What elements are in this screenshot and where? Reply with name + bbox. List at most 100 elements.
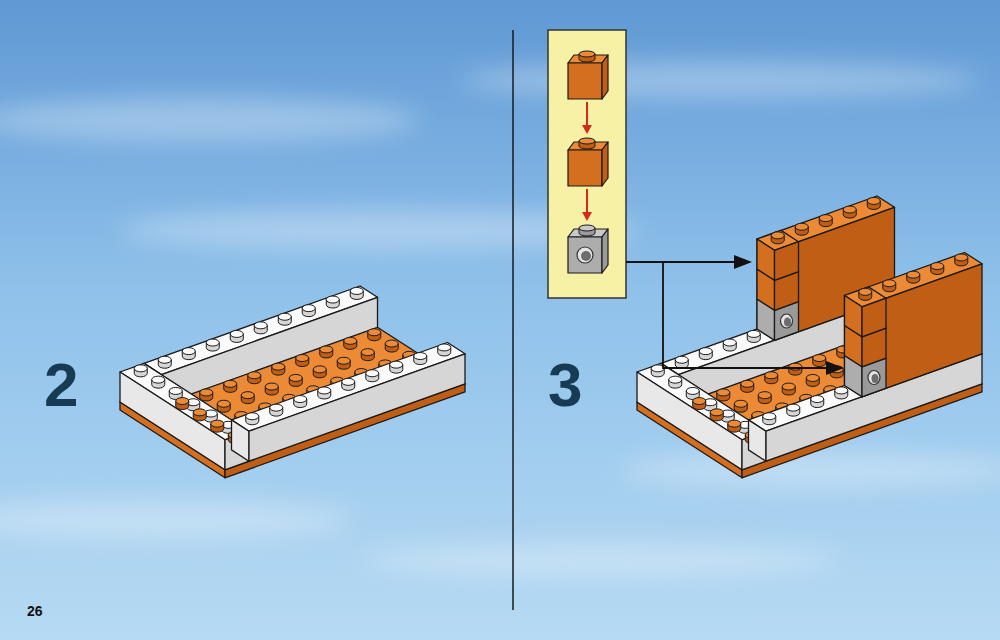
- stud-top: [579, 51, 595, 57]
- stud-top: [795, 223, 808, 230]
- stud-top: [200, 389, 213, 396]
- brick-front: [862, 264, 982, 397]
- stud-top: [859, 288, 872, 295]
- brick-front: [568, 150, 602, 186]
- stud-top: [318, 387, 331, 394]
- stud-top: [741, 380, 754, 387]
- brick-models: [120, 196, 982, 478]
- stud-top: [579, 138, 595, 144]
- stud-top: [270, 404, 283, 411]
- stud-top: [302, 305, 315, 312]
- stud-top: [182, 348, 195, 355]
- brick-side: [602, 55, 608, 99]
- stud-top: [390, 361, 403, 368]
- technic-hole: [868, 371, 880, 385]
- technic-hole-inner: [784, 318, 791, 327]
- callout-brick: [568, 225, 608, 273]
- stud-top: [385, 340, 398, 347]
- brick-side: [845, 296, 863, 337]
- stud-top: [134, 365, 147, 372]
- clouds: [0, 62, 1000, 576]
- stud-top: [579, 225, 595, 231]
- stud-top: [152, 376, 165, 383]
- brick-front: [775, 207, 895, 340]
- stud-top: [265, 383, 278, 390]
- stud-top: [907, 271, 920, 278]
- leader-line: [626, 261, 736, 263]
- stud-top: [883, 280, 896, 287]
- stud-top: [337, 357, 350, 364]
- brick-side: [602, 142, 608, 186]
- brick-front: [162, 297, 378, 404]
- stud-top: [313, 366, 326, 373]
- stud-top: [438, 344, 451, 351]
- stud-top: [350, 287, 363, 294]
- stud-top: [342, 378, 355, 385]
- stud-top: [771, 232, 784, 239]
- stud-top: [771, 232, 784, 239]
- brick-side: [749, 420, 767, 461]
- stud-top: [366, 370, 379, 377]
- step-number: 3: [548, 354, 582, 416]
- brick-front: [775, 242, 799, 281]
- stud-top: [414, 353, 427, 360]
- stud-top: [717, 389, 730, 396]
- technic-hole: [781, 314, 793, 328]
- stud-top: [955, 254, 968, 261]
- stud-top: [758, 392, 771, 399]
- stud-top: [320, 346, 333, 353]
- page-number: 26: [27, 604, 43, 618]
- brick-side: [757, 239, 775, 340]
- stud-top: [734, 400, 747, 407]
- stud-top: [158, 356, 171, 363]
- stud-top: [248, 372, 261, 379]
- stud-top: [193, 409, 206, 416]
- brick-side: [757, 239, 775, 280]
- stud-top: [278, 313, 291, 320]
- arrowhead: [826, 361, 844, 375]
- brick-side: [602, 229, 608, 273]
- stud-top: [246, 413, 259, 420]
- stud-top: [272, 363, 285, 370]
- stud-top: [368, 329, 381, 336]
- brick-model: [637, 196, 982, 478]
- brick-side: [120, 372, 225, 470]
- stud-top: [686, 387, 699, 394]
- stud-top: [669, 376, 682, 383]
- parts-callout: [548, 30, 626, 298]
- stud-top: [867, 197, 880, 204]
- brick-front: [679, 297, 895, 404]
- step-divider: [512, 30, 514, 610]
- brick-front: [766, 354, 982, 461]
- stud-top: [230, 330, 243, 337]
- stud-top: [326, 296, 339, 303]
- arrowhead: [734, 255, 752, 269]
- stud-top: [747, 330, 760, 337]
- stud-top: [294, 396, 307, 403]
- brick-side: [232, 420, 250, 461]
- brick-side: [637, 372, 742, 470]
- stud-top: [782, 383, 795, 390]
- leader-lines: [626, 255, 844, 375]
- technic-hole-inner: [581, 251, 591, 261]
- brick-front: [249, 354, 465, 461]
- stud-top: [169, 387, 182, 394]
- stud-top: [699, 348, 712, 355]
- stud-top: [723, 339, 736, 346]
- stud-top: [361, 349, 374, 356]
- assembly-arrow: [586, 102, 588, 126]
- stud-top: [843, 206, 856, 213]
- stud-top: [241, 392, 254, 399]
- stud-top: [819, 215, 832, 222]
- brick-front: [862, 298, 886, 337]
- callout-brick: [568, 51, 608, 99]
- stud-top: [206, 339, 219, 346]
- stud-top: [806, 374, 819, 381]
- stud-top: [813, 355, 826, 362]
- brick-front: [568, 237, 602, 273]
- stud-top: [763, 413, 776, 420]
- assembly-arrow: [586, 189, 588, 213]
- technic-hole-inner: [872, 374, 879, 383]
